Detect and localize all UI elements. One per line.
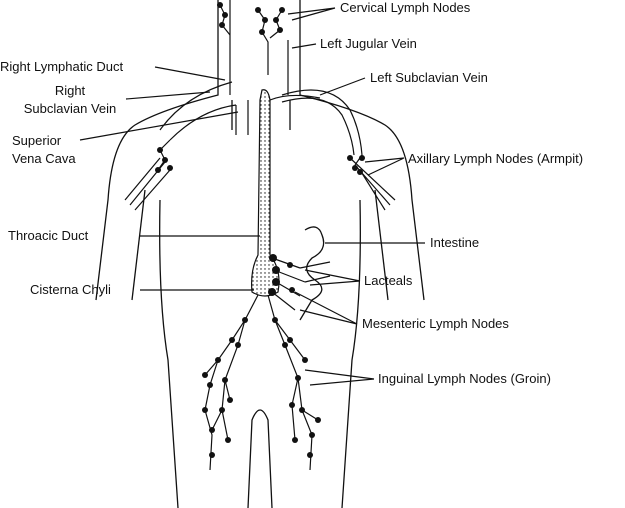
label-right-lymphatic-duct: Right Lymphatic Duct	[0, 59, 123, 74]
axillary-nodes-left	[347, 154, 396, 211]
label-left-jugular-vein: Left Jugular Vein	[320, 36, 417, 51]
leader-lines	[79, 7, 425, 386]
label-mesenteric-lymph-nodes: Mesenteric Lymph Nodes	[362, 316, 509, 331]
thoracic-duct	[251, 89, 321, 297]
axillary-nodes-right	[124, 139, 173, 211]
label-lacteals: Lacteals	[364, 273, 413, 288]
label-intestine: Intestine	[430, 235, 479, 250]
label-axillary-lymph-nodes: Axillary Lymph Nodes (Armpit)	[408, 151, 583, 166]
label-superior-vena-cava-line1: Superior	[12, 133, 62, 148]
label-cervical-lymph-nodes: Cervical Lymph Nodes	[340, 0, 471, 15]
label-cisterna-chyli: Cisterna Chyli	[30, 282, 111, 297]
inguinal-nodes	[202, 294, 321, 471]
labels: Cervical Lymph Nodes Left Jugular Vein R…	[0, 0, 583, 386]
label-right-subclavian-vein-line2: Subclavian Vein	[24, 101, 117, 116]
label-right-subclavian-vein-line1: Right	[55, 83, 86, 98]
intestine	[299, 226, 325, 321]
veins	[159, 0, 363, 156]
label-inguinal-lymph-nodes: Inguinal Lymph Nodes (Groin)	[378, 371, 551, 386]
label-thoracic-duct: Throacic Duct	[8, 228, 89, 243]
cervical-nodes	[217, 2, 285, 75]
mesenteric-nodes	[268, 254, 331, 311]
lymph-nodes	[124, 2, 396, 471]
label-superior-vena-cava-line2: Vena Cava	[12, 151, 76, 166]
label-left-subclavian-vein: Left Subclavian Vein	[370, 70, 488, 85]
